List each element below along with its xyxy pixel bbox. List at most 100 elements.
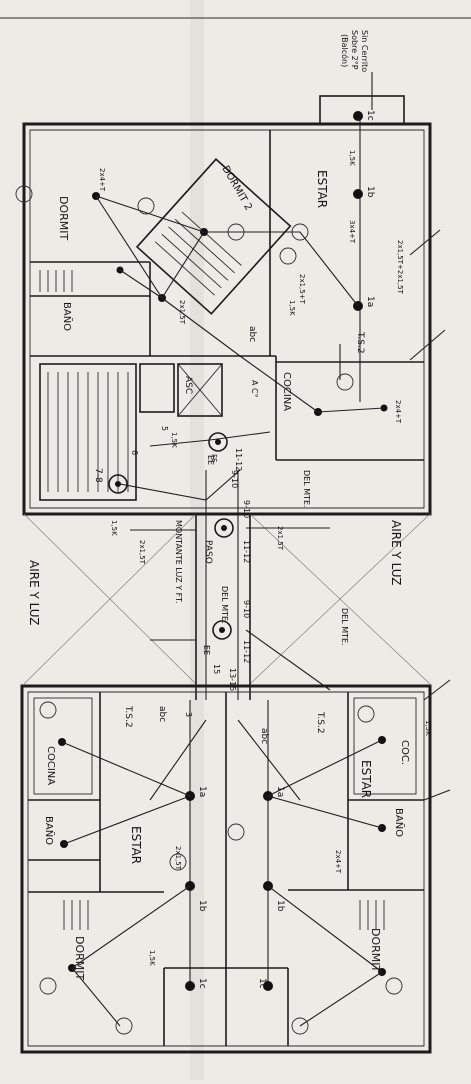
montante-node-2 [214, 518, 234, 538]
stair-landing [139, 363, 175, 413]
svg-text:A C°: A C° [250, 380, 259, 398]
top-bano-label: BAÑO [61, 302, 74, 331]
br-coc-label: COC. [399, 740, 410, 765]
dormit2-block [135, 158, 292, 315]
svg-text:2x1,5T: 2x1,5T [174, 846, 182, 871]
middle-zone [23, 470, 431, 700]
svg-text:1a: 1a [275, 786, 285, 797]
elevator-shaft [177, 363, 223, 417]
svg-text:2x4+T: 2x4+T [98, 168, 106, 192]
montante-label: MONTANTE LUZ Y FT. [174, 520, 183, 604]
bl-bano-label: BAÑO [43, 816, 56, 845]
svg-text:3: 3 [184, 712, 193, 717]
svg-text:2x4+T: 2x4+T [334, 850, 342, 874]
top-dormit-label: DORMIT [57, 196, 70, 241]
top-unit-wiring [15, 111, 446, 501]
br-bano-label: BAÑO [393, 808, 406, 837]
svg-text:15: 15 [212, 664, 221, 674]
small-stair-bl [63, 900, 89, 930]
montante-node-1 [208, 432, 228, 452]
svg-text:1a: 1a [197, 786, 207, 797]
small-stair-br [359, 900, 385, 930]
svg-text:2x1,5T: 2x1,5T [276, 526, 284, 551]
note-line-1: Sin Cerrito [360, 30, 369, 72]
top-unit-inner [29, 129, 425, 509]
svg-text:DEL MTE.: DEL MTE. [340, 608, 349, 646]
bottom-room-labels: COCINA BAÑO ESTAR DORMIT ESTAR BAÑO DORM… [43, 740, 410, 981]
top-cocina-label: COCINA [281, 372, 292, 411]
svg-text:1c: 1c [365, 110, 375, 121]
svg-text:11-12: 11-12 [242, 540, 251, 563]
svg-text:1c: 1c [257, 978, 267, 989]
svg-text:1,5K: 1,5K [148, 950, 156, 966]
balcony-box [319, 95, 405, 125]
svg-text:1,5K: 1,5K [424, 720, 432, 736]
svg-text:9-10: 9-10 [242, 500, 251, 518]
panel-circle-78 [108, 474, 128, 494]
outlet-1c-br [263, 981, 273, 991]
paper-fold [190, 0, 204, 1080]
svg-text:7-8: 7-8 [93, 468, 103, 483]
svg-text:FE: FE [210, 454, 218, 462]
bl-estar-label: ESTAR [129, 826, 143, 864]
small-stair-top [39, 270, 73, 292]
outlet-1c-top [353, 111, 363, 121]
svg-text:2x1,5T: 2x1,5T [178, 300, 186, 325]
svg-text:T.S.2: T.S.2 [315, 711, 325, 734]
bottom-unit-outline [20, 684, 432, 1054]
note-line-2: Sobre 2°P [350, 30, 359, 70]
montante-node-3 [212, 620, 232, 640]
svg-text:DEL MTE.: DEL MTE. [220, 586, 229, 624]
svg-text:9-10: 9-10 [242, 600, 251, 618]
fe-left-top [15, 185, 33, 203]
top-unit-numbers: 1c 1b 1a T.S.2 abc A C° 11-12 7-8 6 5 DE… [93, 110, 375, 508]
svg-text:2x1,5T+2x1,5T: 2x1,5T+2x1,5T [396, 240, 404, 295]
stair-treads [47, 372, 129, 492]
svg-text:11-12: 11-12 [234, 448, 243, 471]
svg-text:1c: 1c [197, 978, 207, 989]
svg-text:1,5K: 1,5K [110, 520, 118, 536]
top-unit [22, 95, 432, 516]
bottom-numbers: T.S.2 T.S.2 abc abc 1a 1b 1c 1a 1b 1c 15… [123, 664, 325, 989]
svg-text:T.S.2: T.S.2 [123, 705, 133, 728]
bl-dormit-label: DORMIT [73, 936, 86, 981]
svg-text:11-12: 11-12 [242, 640, 251, 663]
bl-cocina-label: COCINA [45, 746, 56, 785]
svg-text:abc: abc [157, 706, 167, 722]
svg-text:abc: abc [259, 728, 269, 744]
outlet-1b-top [353, 189, 363, 199]
middle-numbers: 9-10 11-12 9-10 11-12 13-15 DEL MTE. DEL… [202, 455, 349, 691]
svg-text:1b: 1b [197, 900, 207, 912]
top-note: Sin Cerrito Sobre 2°P (Balcón) [340, 30, 369, 72]
note-line-3: (Balcón) [340, 34, 350, 67]
svg-text:2x1,5T: 2x1,5T [138, 540, 146, 565]
svg-text:2x1,5+T: 2x1,5+T [298, 274, 306, 305]
svg-text:EE: EE [202, 645, 211, 655]
wire-notes: 2x4+T 1,5K 3x4+T 2x1,5T+2x1,5T 2x1,5+T 1… [98, 150, 432, 966]
svg-text:2x4+T: 2x4+T [394, 400, 402, 424]
svg-text:EE: EE [206, 455, 215, 465]
aire-luz-left: AIRE Y LUZ [27, 560, 41, 626]
svg-text:1a: 1a [365, 296, 375, 307]
paso-label: PASO [203, 540, 213, 564]
svg-text:5: 5 [160, 426, 169, 431]
svg-text:1b: 1b [275, 900, 285, 912]
outlet-1c-bl [185, 981, 195, 991]
top-estar-label: ESTAR [315, 170, 329, 208]
bottom-units [20, 679, 451, 1054]
svg-text:13-15: 13-15 [228, 668, 237, 691]
svg-text:3x4+T: 3x4+T [348, 220, 356, 244]
br-dormit-label: DORMIT [369, 928, 382, 973]
stair-box [39, 363, 137, 501]
svg-text:T.S.2: T.S.2 [355, 331, 365, 354]
svg-text:1,5K: 1,5K [348, 150, 356, 166]
svg-text:1,5K: 1,5K [170, 432, 178, 448]
aire-luz-right: AIRE Y LUZ [389, 520, 403, 586]
svg-text:DEL MTE.: DEL MTE. [302, 470, 311, 508]
svg-text:1b: 1b [365, 186, 375, 198]
svg-text:1,5K: 1,5K [288, 300, 296, 316]
br-estar-label: ESTAR [359, 760, 373, 798]
asc-label: ASC [183, 376, 193, 394]
svg-text:9-10: 9-10 [230, 470, 239, 488]
